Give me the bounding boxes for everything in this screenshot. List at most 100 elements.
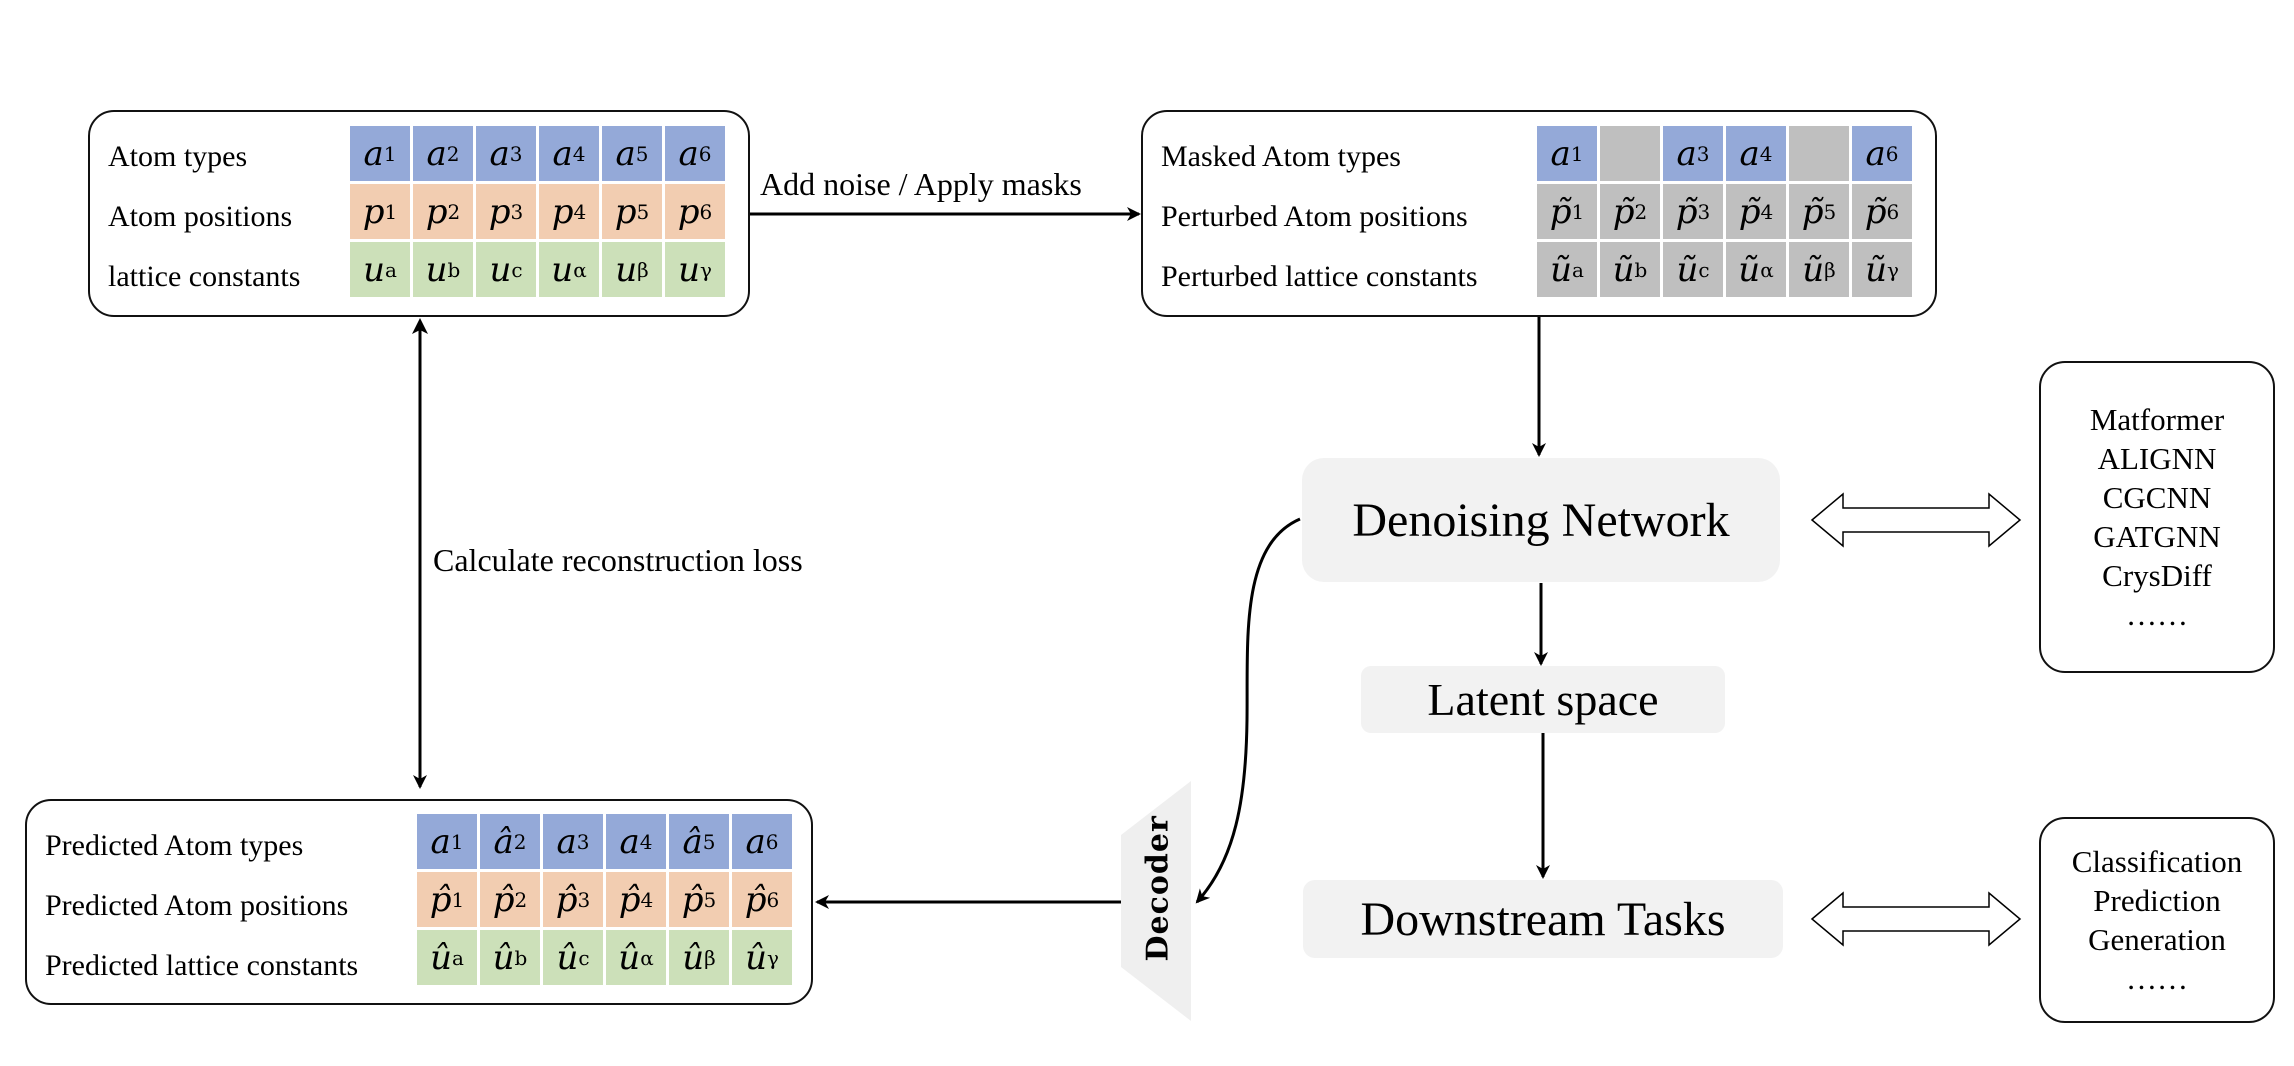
corrupted-structure-box: Masked Atom types Perturbed Atom positio… bbox=[1141, 110, 1937, 317]
token-subscript: 4 bbox=[640, 887, 654, 912]
token-symbol: p̂ bbox=[555, 879, 578, 920]
token-symbol: û bbox=[618, 937, 641, 978]
token-symbol: a bbox=[363, 133, 384, 174]
model-list-item: Matformer bbox=[2089, 402, 2225, 437]
token-symbol: a bbox=[552, 133, 573, 174]
token-subscript: 6 bbox=[698, 141, 712, 166]
model-list-item: ALIGNN bbox=[2097, 441, 2217, 476]
token-symbol: p bbox=[425, 191, 448, 232]
noise-mask-label: Add noise / Apply masks bbox=[760, 166, 1082, 202]
token-symbol: û bbox=[492, 937, 515, 978]
token-subscript: 1 bbox=[383, 141, 397, 166]
loss-arrow-head-top bbox=[412, 318, 428, 334]
token-subscript: 5 bbox=[702, 829, 716, 854]
token-symbol: p̂ bbox=[429, 879, 452, 920]
token-symbol: p̃ bbox=[1675, 191, 1698, 232]
corrupted-token-cell: p̃4 bbox=[1726, 184, 1786, 239]
row-label-predicted-atom-positions: Predicted Atom positions bbox=[45, 889, 349, 922]
token-subscript: 1 bbox=[450, 829, 464, 854]
token-subscript: γ bbox=[699, 257, 712, 282]
token-symbol: p̃ bbox=[1549, 191, 1572, 232]
token-symbol: a bbox=[745, 821, 766, 862]
latent-space-label: Latent space bbox=[1427, 674, 1659, 725]
token-symbol: u bbox=[363, 249, 385, 290]
row-label-atom-types: Atom types bbox=[108, 140, 248, 173]
row-label-perturbed-lattice-constants: Perturbed lattice constants bbox=[1161, 260, 1478, 293]
token-subscript: b bbox=[514, 945, 528, 970]
token-symbol: a bbox=[426, 133, 447, 174]
token-symbol: û bbox=[556, 937, 579, 978]
row-label-predicted-atom-types: Predicted Atom types bbox=[45, 829, 304, 862]
corrupted-token-cell: p̃6 bbox=[1852, 184, 1912, 239]
denoising-network-label: Denoising Network bbox=[1352, 493, 1730, 547]
token-subscript: γ bbox=[1886, 257, 1899, 282]
token-symbol: ũ bbox=[1865, 249, 1887, 290]
token-subscript: 3 bbox=[510, 199, 524, 224]
token-symbol: u bbox=[489, 249, 512, 290]
token-subscript: c bbox=[511, 257, 523, 282]
token-subscript: 3 bbox=[509, 141, 523, 166]
corrupted-token-cell bbox=[1789, 126, 1849, 181]
token-subscript: β bbox=[704, 945, 716, 970]
token-subscript: 4 bbox=[639, 829, 653, 854]
token-symbol: a bbox=[556, 821, 577, 862]
token-subscript: b bbox=[447, 257, 461, 282]
token-subscript: α bbox=[640, 945, 654, 970]
token-subscript: 2 bbox=[513, 829, 527, 854]
tasks-double-arrow bbox=[1810, 891, 2022, 947]
token-subscript: 6 bbox=[1885, 141, 1899, 166]
token-subscript: 5 bbox=[635, 141, 649, 166]
token-symbol: a bbox=[1550, 133, 1571, 174]
model-list-item: …… bbox=[2126, 597, 2188, 632]
token-symbol: p bbox=[488, 191, 511, 232]
decoder-label: Decoder bbox=[1140, 815, 1176, 962]
corrupted-token-cell bbox=[1600, 126, 1660, 181]
task-list-item: Classification bbox=[2071, 844, 2243, 879]
token-symbol: ũ bbox=[1676, 249, 1699, 290]
token-subscript: c bbox=[578, 945, 590, 970]
token-subscript: 2 bbox=[514, 887, 528, 912]
input-structure-box: Atom types Atom positions lattice consta… bbox=[88, 110, 750, 317]
models-double-arrow bbox=[1810, 492, 2022, 548]
token-symbol: u bbox=[551, 249, 574, 290]
token-subscript: 6 bbox=[766, 887, 780, 912]
token-subscript: 6 bbox=[765, 829, 779, 854]
token-subscript: c bbox=[1698, 257, 1710, 282]
token-symbol: p bbox=[362, 191, 385, 232]
token-subscript: 5 bbox=[1823, 199, 1837, 224]
token-symbol: p̂ bbox=[681, 879, 704, 920]
token-subscript: α bbox=[573, 257, 587, 282]
reconstruction-loss-label: Calculate reconstruction loss bbox=[433, 542, 803, 578]
corrupted-token-cell: p̃1 bbox=[1537, 184, 1597, 239]
predicted-token-cell: p̂5 bbox=[669, 872, 729, 927]
token-subscript: 3 bbox=[577, 887, 591, 912]
token-subscript: 5 bbox=[703, 887, 717, 912]
latent-space-panel: Latent space bbox=[1361, 666, 1725, 733]
token-symbol: û bbox=[430, 937, 452, 978]
token-subscript: 3 bbox=[1697, 199, 1711, 224]
denoising-network-panel: Denoising Network bbox=[1302, 458, 1780, 582]
token-subscript: 5 bbox=[636, 199, 650, 224]
corrupted-token-cell: p̃2 bbox=[1600, 184, 1660, 239]
token-subscript: a bbox=[1571, 257, 1584, 282]
token-symbol: â bbox=[682, 821, 703, 862]
token-symbol: u bbox=[425, 249, 448, 290]
